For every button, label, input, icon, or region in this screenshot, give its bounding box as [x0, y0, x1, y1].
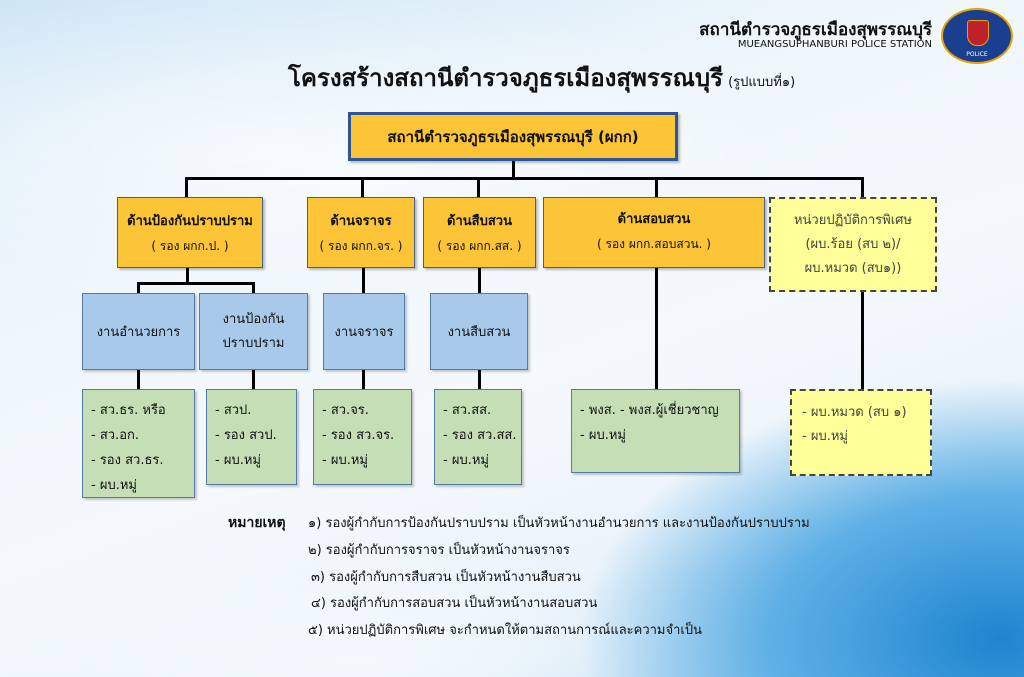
staff-traffic: - สว.จร. - รอง สว.จร. - ผบ.หมู่: [313, 389, 412, 485]
division-head-line: ผบ.หมวด (สบ๑)): [804, 260, 902, 276]
connector: [185, 177, 188, 197]
staff-item: - สว.สส.: [443, 403, 492, 418]
staff-item: - ผบ.หมู่: [322, 453, 368, 468]
station-name-en: MUEANGSUPHANBURI POLICE STATION: [737, 39, 932, 50]
staff-item: - สว.ธร. หรือ: [91, 403, 166, 418]
connector: [478, 268, 481, 294]
division-investigation: ด้านสืบสวน ( รอง ผกก.สส. ): [423, 197, 536, 268]
connector: [478, 370, 481, 390]
connector: [252, 282, 255, 294]
unit-investigation: งานสืบสวน: [430, 293, 528, 370]
division-head: ( รอง ผกก.สส. ): [437, 238, 522, 253]
legend-item: ๓) รองผู้กำกับการสืบสวน เป็นหัวหน้างานสื…: [311, 570, 581, 585]
staff-item: - ผบ.หมู่: [580, 428, 626, 443]
staff-item: - รอง สวป.: [215, 428, 277, 443]
unit-admin: งานอำนวยการ: [82, 293, 195, 370]
division-name: ด้านสอบสวน: [617, 212, 691, 227]
legend-item: ๑) รองผู้กำกับการป้องกันปราบปราม เป็นหัว…: [308, 516, 810, 531]
staff-item: - พงส. - พงส.ผู้เชี่ยวชาญ: [580, 403, 719, 418]
unit-traffic: งานจราจร: [323, 293, 405, 370]
connector: [361, 177, 364, 197]
connector: [137, 282, 140, 294]
legend-label: หมายเหตุ: [228, 515, 286, 531]
connector: [477, 177, 480, 197]
connector: [861, 177, 864, 197]
division-head: ( รอง ผกก.จร. ): [319, 238, 403, 253]
division-head: ( รอง ผกก.สอบสวน. ): [597, 237, 711, 251]
connector: [512, 160, 515, 179]
connector: [655, 177, 658, 197]
division-special-ops: หน่วยปฏิบัติการพิเศษ (ผบ.ร้อย (สบ ๒)/ ผบ…: [769, 197, 937, 292]
staff-item: - ผบ.หมู่: [802, 429, 848, 444]
staff-investigation: - สว.สส. - รอง สว.สส. - ผบ.หมู่: [434, 389, 522, 485]
legend-item: ๕) หน่วยปฏิบัติการพิเศษ จะกำหนดให้ตามสถา…: [308, 623, 703, 638]
connector: [186, 268, 189, 284]
station-name-th: สถานีตำรวจภูธรเมืองสุพรรณบุรี: [699, 20, 932, 40]
division-traffic: ด้านจราจร ( รอง ผกก.จร. ): [307, 197, 415, 268]
staff-admin: - สว.ธร. หรือ - สว.อก. - รอง สว.ธร. - ผบ…: [82, 389, 195, 498]
connector: [252, 370, 255, 390]
police-emblem-logo: POLICE: [941, 8, 1013, 64]
connector: [362, 268, 365, 294]
staff-prevention: - สวป. - รอง สวป. - ผบ.หมู่: [206, 389, 297, 485]
division-head-line: (ผบ.ร้อย (สบ ๒)/: [805, 236, 901, 252]
connector: [655, 268, 658, 390]
connector: [137, 282, 255, 285]
title-variant: (รูปแบบที่๑): [728, 75, 796, 90]
staff-item: - รอง สว.สส.: [443, 428, 517, 443]
staff-item: - ผบ.หมวด (สบ ๑): [802, 405, 907, 420]
connector: [137, 370, 140, 390]
staff-item: - สวป.: [215, 403, 252, 418]
division-name: ด้านจราจร: [330, 213, 392, 229]
division-inquiry: ด้านสอบสวน ( รอง ผกก.สอบสวน. ): [543, 197, 765, 268]
staff-inquiry: - พงส. - พงส.ผู้เชี่ยวชาญ - ผบ.หมู่: [571, 389, 740, 473]
division-head: ( รอง ผกก.ป. ): [151, 238, 229, 253]
division-name: ด้านป้องกันปราบปราม: [127, 213, 253, 229]
staff-item: - ผบ.หมู่: [91, 478, 137, 493]
division-prevention: ด้านป้องกันปราบปราม ( รอง ผกก.ป. ): [117, 197, 263, 268]
staff-item: - รอง สว.จร.: [322, 428, 395, 443]
connector: [861, 292, 864, 390]
title-main: โครงสร้างสถานีตำรวจภูธรเมืองสุพรรณบุรี: [288, 64, 723, 92]
station-box: สถานีตำรวจภูธรเมืองสุพรรณบุรี (ผกก): [348, 112, 678, 161]
legend-item: ๔) รองผู้กำกับการสอบสวน เป็นหัวหน้างานสอ…: [311, 596, 598, 611]
emblem-label: POLICE: [966, 51, 988, 58]
page-title: โครงสร้างสถานีตำรวจภูธรเมืองสุพรรณบุรี (…: [288, 58, 888, 97]
staff-item: - สว.อก.: [91, 428, 140, 443]
legend-item: ๒) รองผู้กำกับการจราจร เป็นหัวหน้างานจรา…: [308, 543, 570, 558]
division-name: ด้านสืบสวน: [447, 213, 512, 229]
staff-item: - สว.จร.: [322, 403, 369, 418]
unit-prevention: งานป้องกันปราบปราม: [199, 293, 308, 370]
staff-item: - ผบ.หมู่: [443, 453, 489, 468]
staff-item: - ผบ.หมู่: [215, 453, 261, 468]
staff-special-ops: - ผบ.หมวด (สบ ๑) - ผบ.หมู่: [790, 389, 932, 476]
division-name: หน่วยปฏิบัติการพิเศษ: [793, 212, 913, 228]
connector: [362, 370, 365, 390]
staff-item: - รอง สว.ธร.: [91, 453, 164, 468]
connector: [185, 177, 864, 180]
